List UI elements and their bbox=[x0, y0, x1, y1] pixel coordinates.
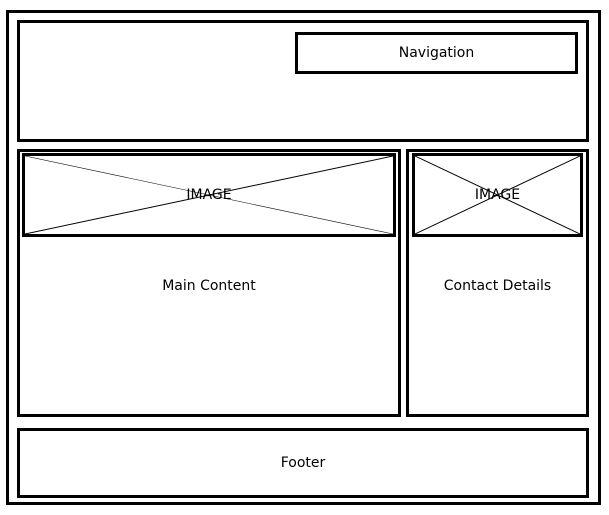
image-cross-icon bbox=[415, 156, 580, 234]
main-image-placeholder: IMAGE bbox=[22, 153, 396, 237]
sidebar-image-placeholder: IMAGE bbox=[412, 153, 583, 237]
contact-details-label: Contact Details bbox=[443, 278, 552, 294]
navigation-box: Navigation bbox=[295, 32, 578, 74]
footer-box: Footer bbox=[17, 428, 589, 498]
sidebar-image-label: IMAGE bbox=[474, 187, 521, 203]
main-image-label: IMAGE bbox=[186, 187, 232, 203]
navigation-label: Navigation bbox=[398, 45, 475, 61]
image-cross-icon bbox=[25, 156, 393, 234]
footer-label: Footer bbox=[280, 455, 326, 471]
main-content-label: Main Content bbox=[162, 278, 256, 294]
